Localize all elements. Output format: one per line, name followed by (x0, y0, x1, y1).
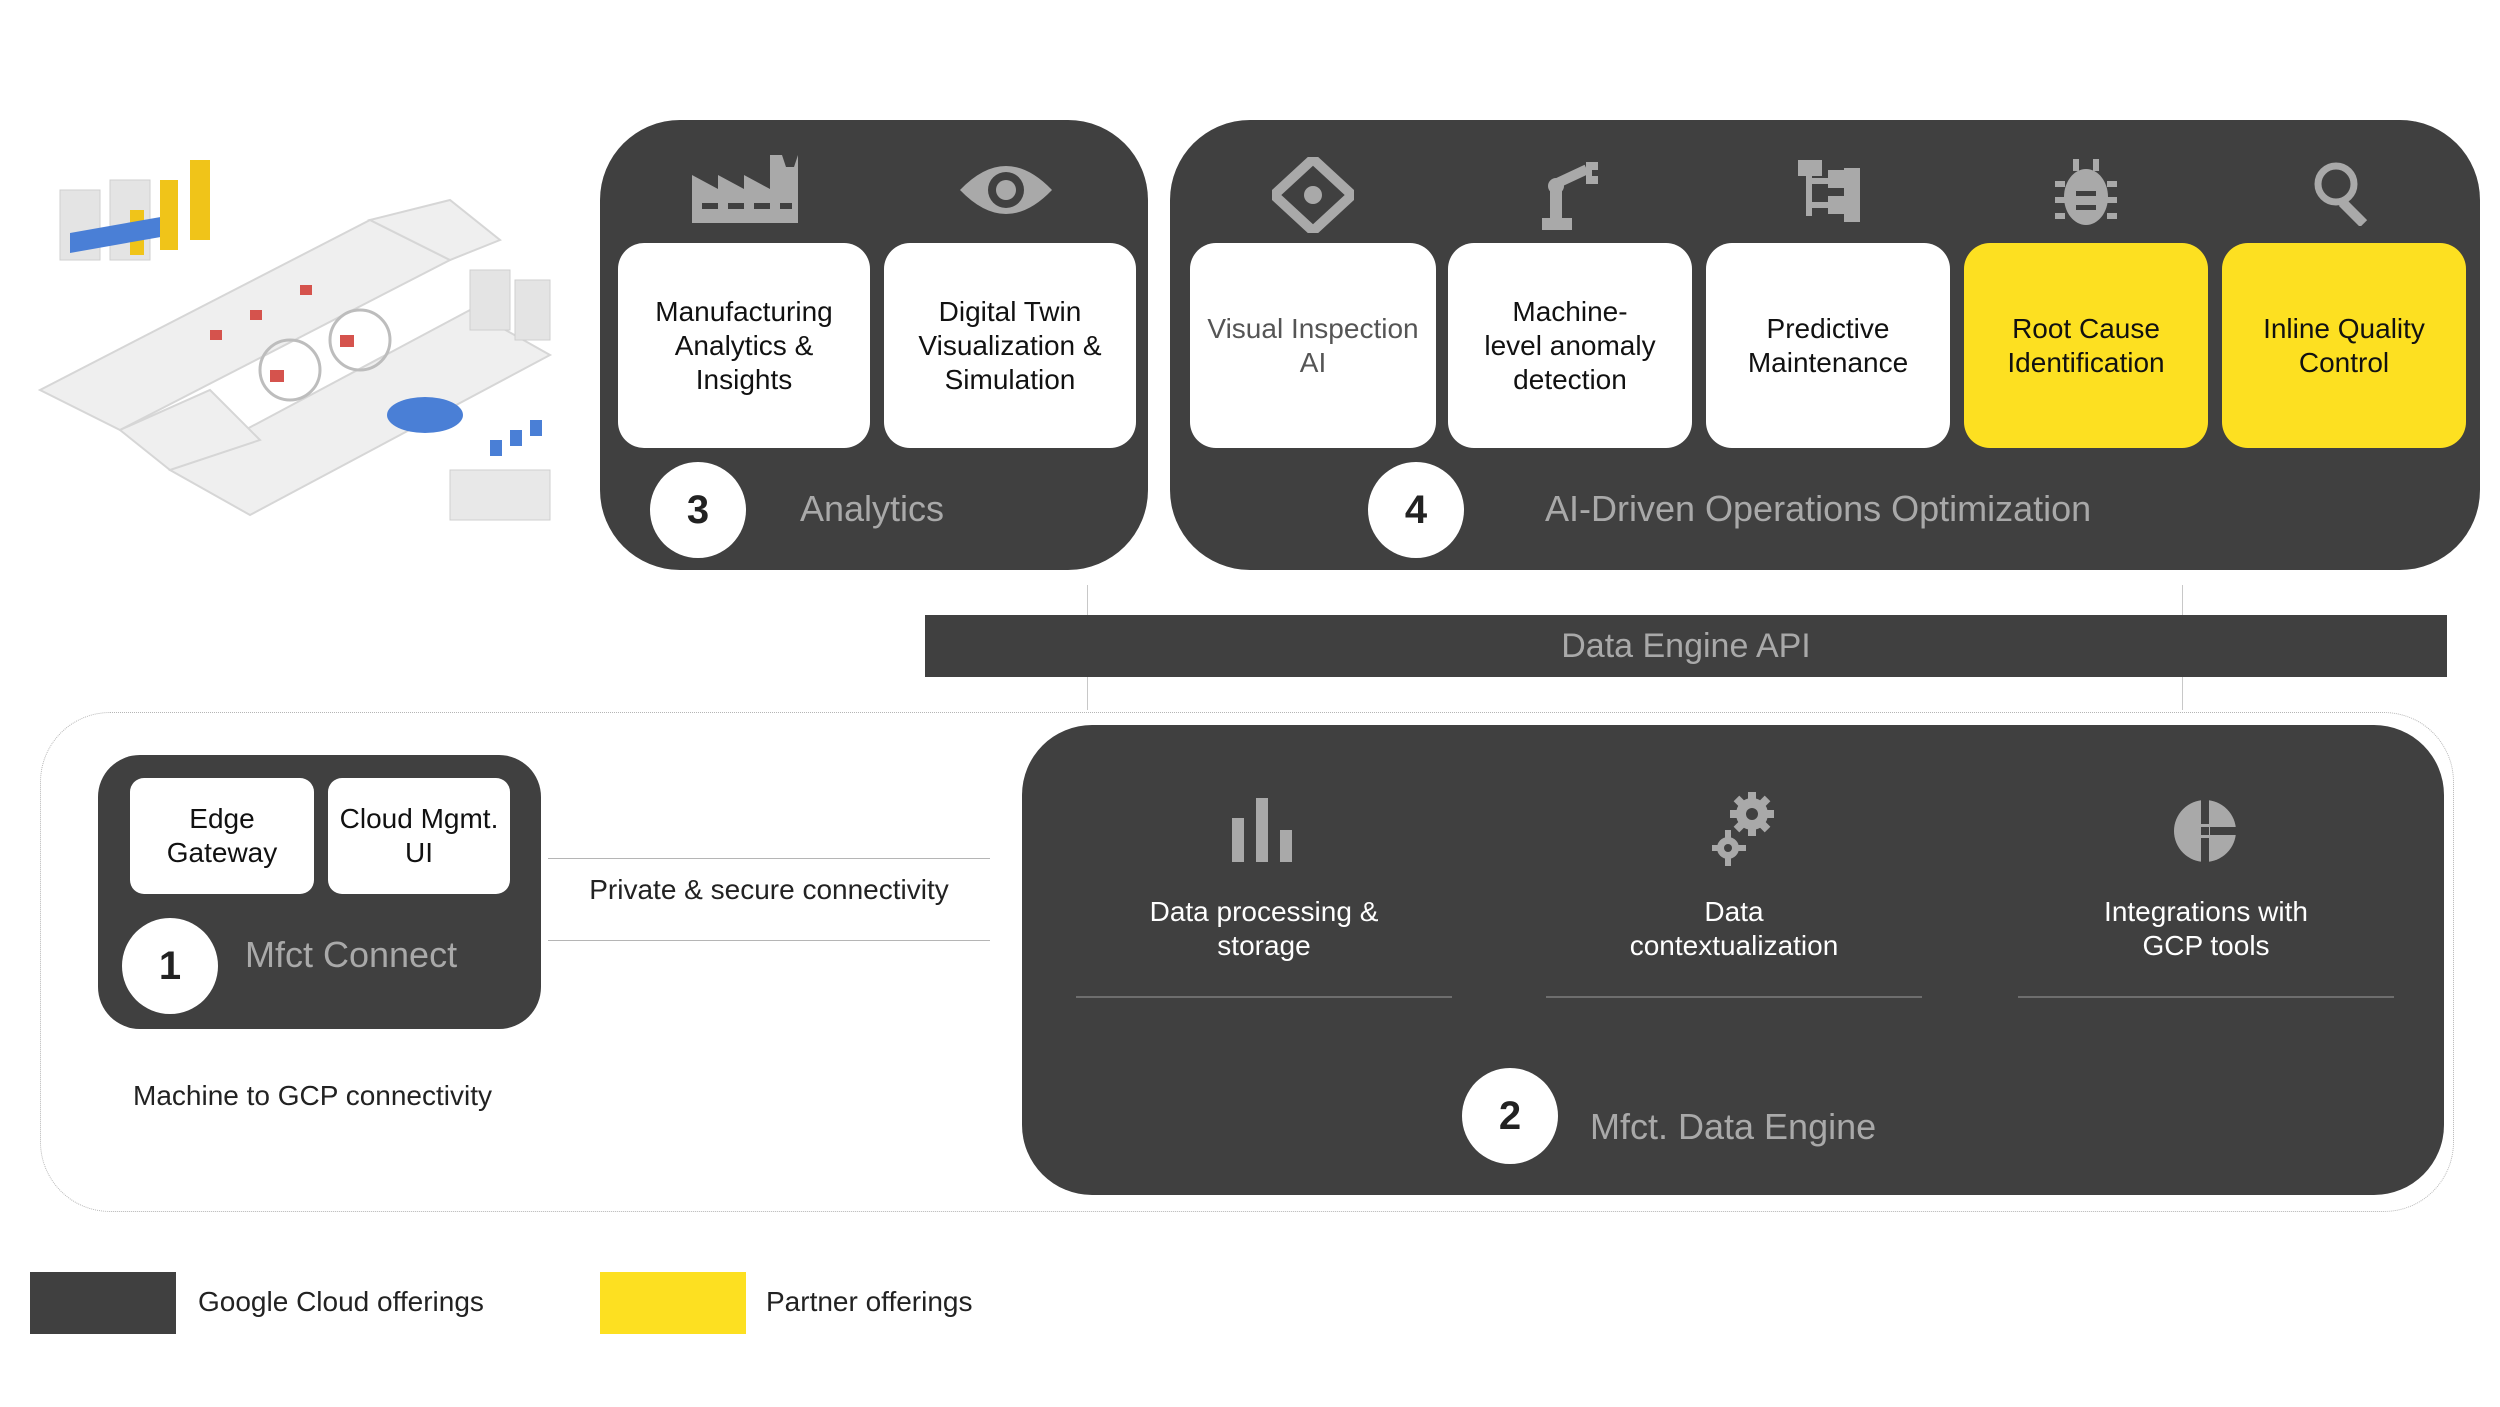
connectivity-label: Private & secure connectivity (589, 874, 949, 905)
mfct-connect-title: Mfct Connect (245, 934, 458, 975)
ai-ops-number-badge: 4 (1368, 462, 1464, 558)
legend-label-google-cloud: Google Cloud offerings (198, 1286, 484, 1317)
eye-icon (960, 160, 1052, 225)
data-contextualization-label: Data contextualization (1629, 896, 1839, 961)
card-predictive-maintenance[interactable]: Predictive Maintenance (1706, 243, 1950, 448)
diamond-target-icon (1266, 152, 1360, 238)
factory-icon (692, 155, 798, 228)
pie-icon (2174, 800, 2236, 867)
platform-boundary (40, 712, 2454, 1212)
robot-arm-icon (1538, 160, 1602, 235)
card-visual-inspection-ai[interactable]: Visual Inspection AI (1190, 243, 1436, 448)
api-bar-label: Data Engine API (1561, 627, 1811, 665)
bug-icon (2055, 155, 2117, 232)
factory-line-illustration (37, 160, 553, 521)
card-edge-gateway[interactable]: Edge Gateway (130, 778, 314, 894)
card-inline-quality-control[interactable]: Inline Quality Control (2222, 243, 2466, 448)
gear-cog-icon (1710, 792, 1776, 873)
analytics-number-badge: 3 (650, 462, 746, 558)
mfct-connect-number-badge: 1 (122, 918, 218, 1014)
analytics-title: Analytics (800, 488, 945, 529)
divider-1 (1076, 996, 1452, 998)
data-processing-label: Data processing & storage (1149, 896, 1379, 961)
legend-swatch-partner (600, 1272, 746, 1334)
card-manufacturing-analytics[interactable]: Manufacturing Analytics & Insights (618, 243, 870, 448)
card-anomaly-detection[interactable]: Machine- level anomaly detection (1448, 243, 1692, 448)
gcp-integrations-label: Integrations with GCP tools (2104, 896, 2308, 961)
card-root-cause-identification[interactable]: Root Cause Identification (1964, 243, 2208, 448)
connect-caption: Machine to GCP connectivity (133, 1080, 492, 1111)
data-engine-number-badge: 2 (1462, 1068, 1558, 1164)
connectivity-line-bottom (548, 940, 990, 941)
divider-3 (2018, 996, 2394, 998)
legend-swatch-google-cloud (30, 1272, 176, 1334)
card-digital-twin[interactable]: Digital Twin Visualization & Simulation (884, 243, 1136, 448)
connectivity-line-top (548, 858, 990, 859)
bar-chart-icon (1232, 798, 1296, 867)
data-engine-title: Mfct. Data Engine (1590, 1106, 1877, 1147)
tree-structure-icon (1798, 160, 1860, 227)
magnifier-icon (2312, 160, 2376, 231)
ai-ops-title: AI-Driven Operations Optimization (1545, 488, 2092, 529)
legend-label-partner: Partner offerings (766, 1286, 973, 1317)
data-engine-api-bar (925, 615, 2447, 677)
divider-2 (1546, 996, 1922, 998)
card-cloud-mgmt-ui[interactable]: Cloud Mgmt. UI (328, 778, 510, 894)
